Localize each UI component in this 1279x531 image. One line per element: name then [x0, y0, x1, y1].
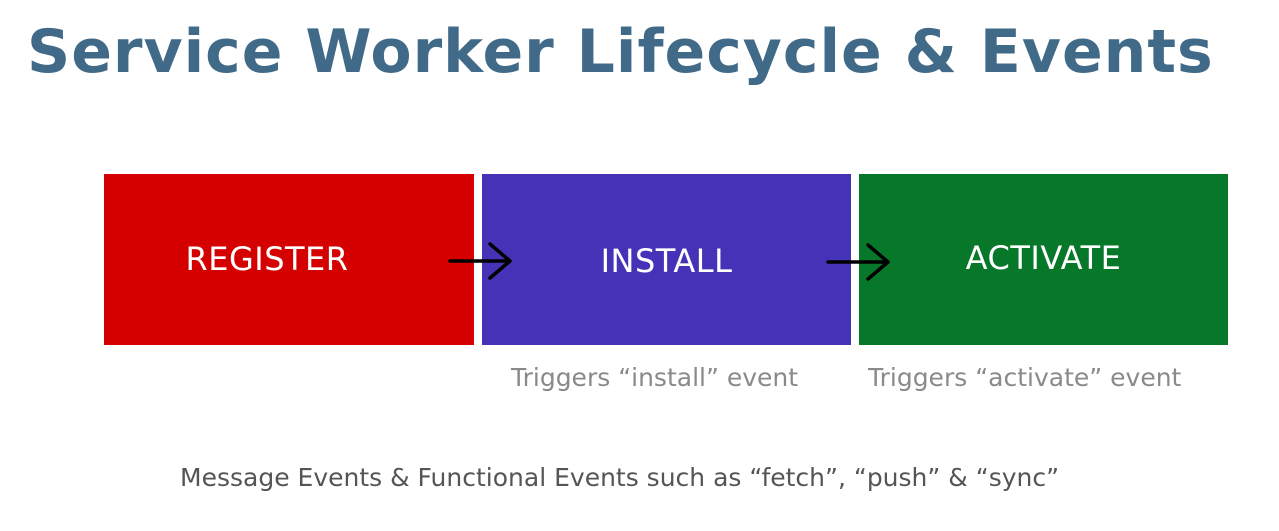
- arrow-right-icon: [448, 242, 512, 280]
- activate-step: ACTIVATE: [859, 174, 1228, 345]
- footer-note: Message Events & Functional Events such …: [180, 463, 1060, 492]
- page-title: Service Worker Lifecycle & Events: [27, 17, 1214, 87]
- install-caption: Triggers “install” event: [511, 363, 799, 392]
- install-step: INSTALL: [482, 174, 851, 345]
- install-step-label: INSTALL: [600, 241, 733, 280]
- register-step-label: REGISTER: [185, 239, 349, 278]
- activate-caption: Triggers “activate” event: [868, 363, 1182, 392]
- activate-step-label: ACTIVATE: [965, 238, 1122, 277]
- arrow-right-icon: [826, 243, 890, 281]
- register-step: REGISTER: [104, 174, 474, 345]
